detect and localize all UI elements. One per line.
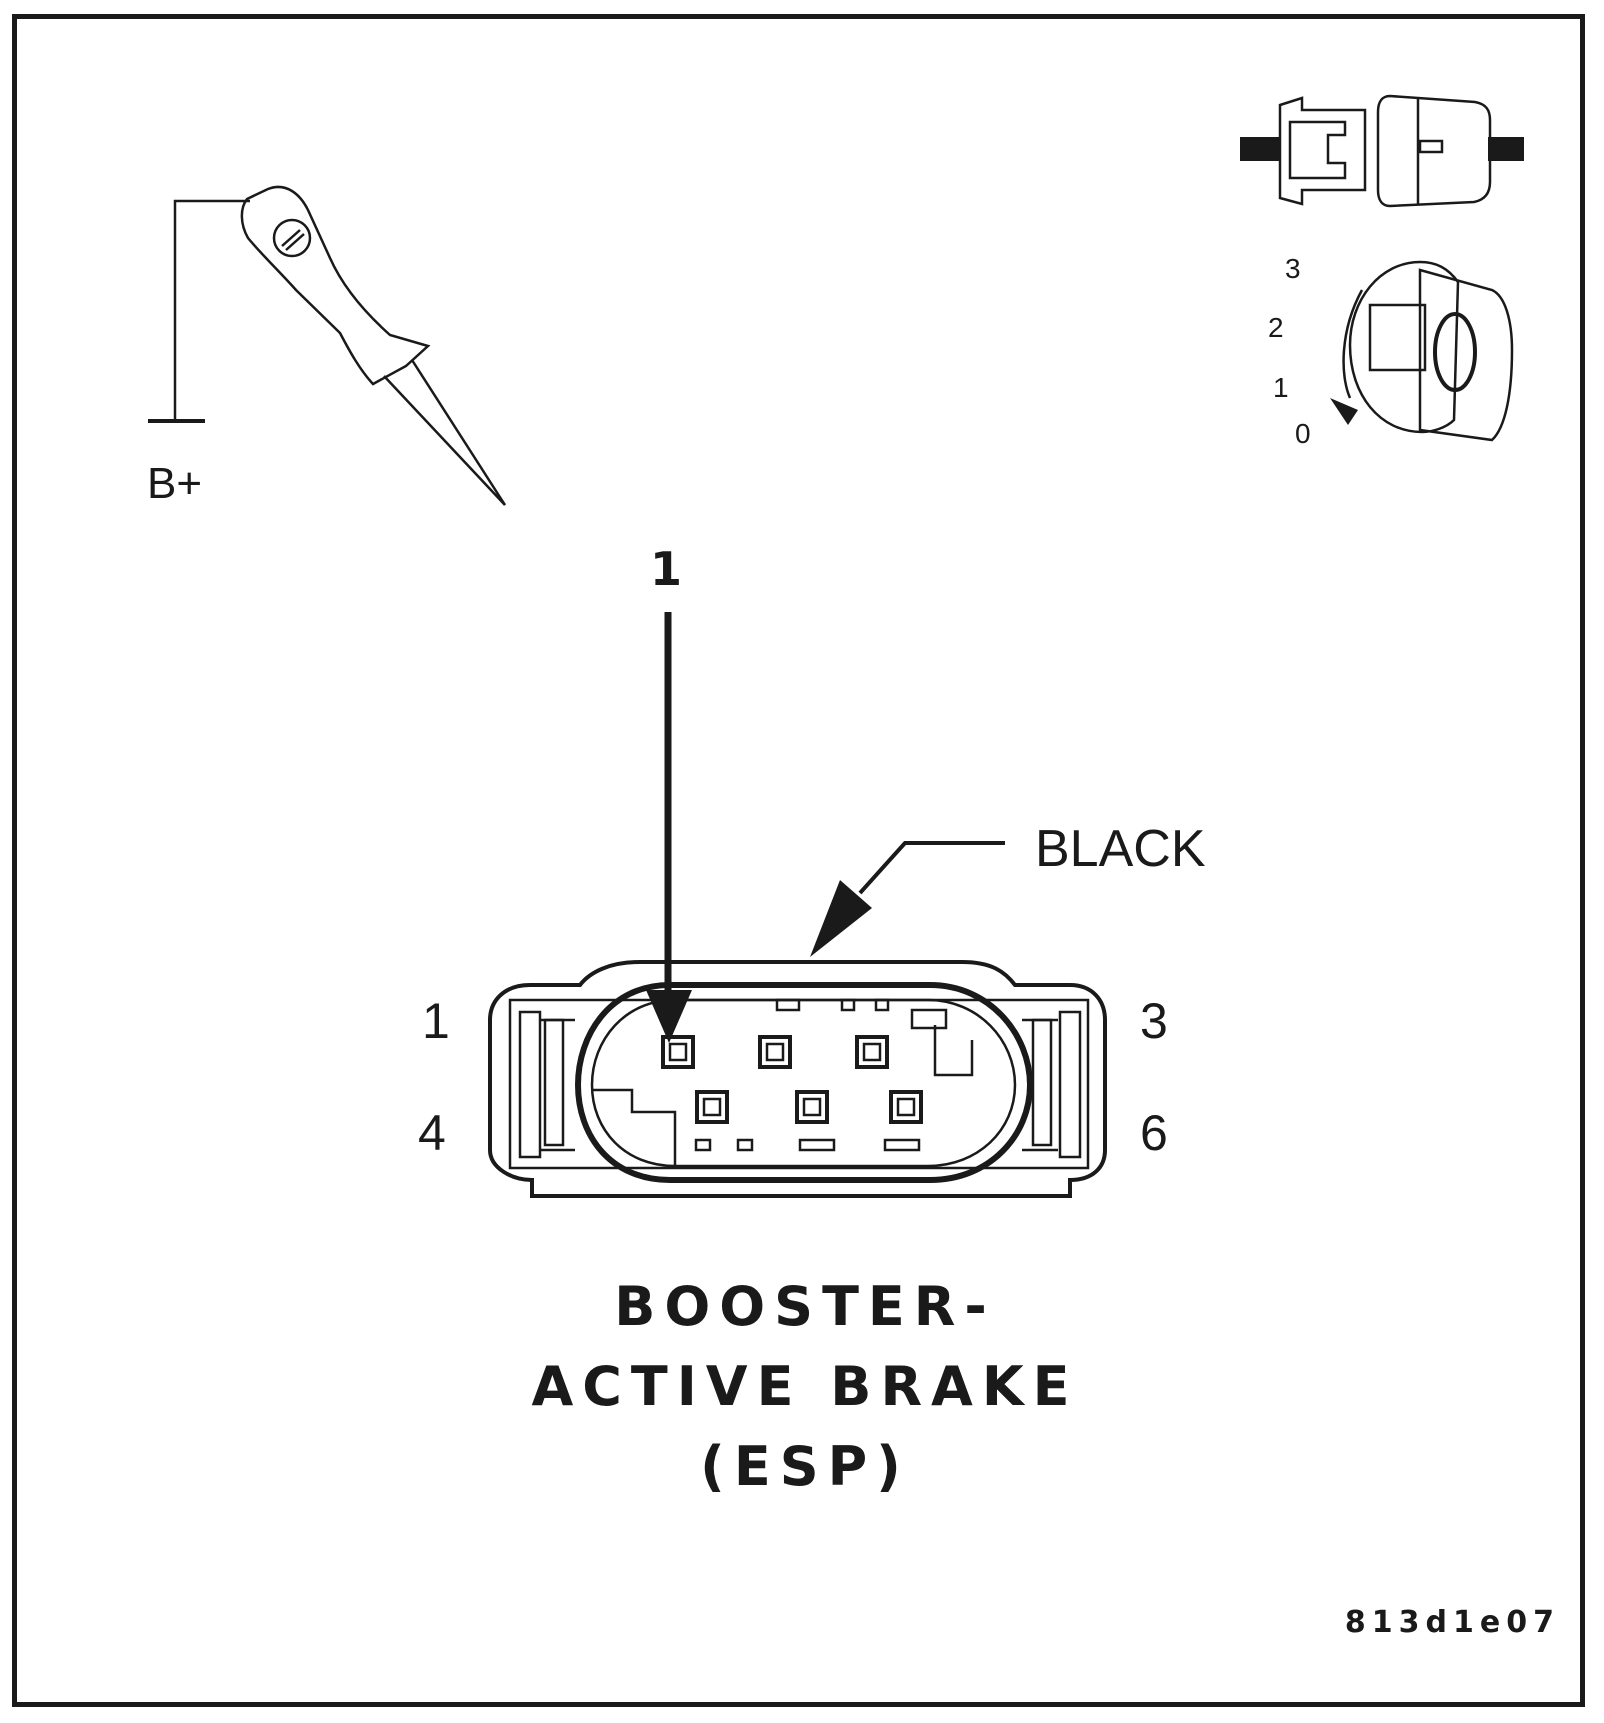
figure-id: 813d1e07 xyxy=(1345,1605,1560,1640)
pin-label-bottom-left: 4 xyxy=(418,1105,446,1161)
callout-number: 1 xyxy=(650,542,682,596)
connector-cavity-1 xyxy=(661,1035,695,1069)
figure-frame xyxy=(12,14,1585,1707)
connector-cavity-5 xyxy=(795,1090,829,1124)
connector-cavity-2 xyxy=(758,1035,792,1069)
test-probe-icon xyxy=(148,185,507,506)
pin-label-top-right: 3 xyxy=(1140,993,1168,1049)
ignition-position-2: 2 xyxy=(1268,312,1284,343)
ignition-position-3: 3 xyxy=(1285,253,1301,284)
callout-arrow xyxy=(646,612,692,1043)
probe-label: B+ xyxy=(147,459,202,508)
color-leader-arrow xyxy=(810,841,1005,957)
connector-housing xyxy=(488,960,1107,1198)
pin-label-top-left: 1 xyxy=(422,993,450,1049)
ignition-position-0: 0 xyxy=(1295,418,1311,449)
pin-label-bottom-right: 6 xyxy=(1140,1105,1168,1161)
connector-title-line-1: BOOSTER- xyxy=(614,1275,996,1338)
connector-cavity-3 xyxy=(855,1035,889,1069)
connector-title-line-2: ACTIVE BRAKE xyxy=(531,1355,1078,1418)
connector-title-line-3: (ESP) xyxy=(700,1435,910,1498)
ignition-switch-icon xyxy=(1330,260,1514,442)
connector-color-label: BLACK xyxy=(1035,820,1206,878)
disconnected-connector-icon xyxy=(1240,94,1524,208)
connector-cavity-6 xyxy=(889,1090,923,1124)
connector-cavity-4 xyxy=(695,1090,729,1124)
ignition-position-1: 1 xyxy=(1273,372,1289,403)
